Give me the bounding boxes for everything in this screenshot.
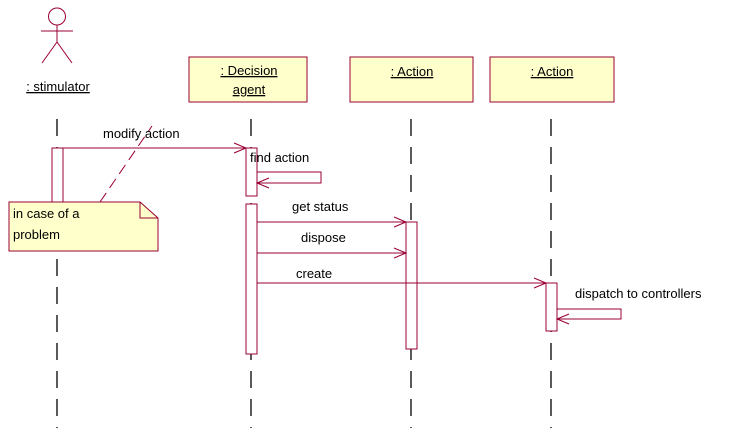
object-decision-agent[interactable]: : Decision agent: [188, 56, 308, 103]
arrowhead-icon: [393, 247, 408, 259]
message-create[interactable]: create: [257, 266, 548, 289]
message-label: dispatch to controllers: [575, 286, 702, 301]
note-anchor-line: [99, 125, 153, 203]
message-dispatch-to-controllers[interactable]: dispatch to controllers: [555, 286, 702, 325]
object-action-2[interactable]: : Action: [489, 56, 615, 103]
arrowhead-icon: [255, 177, 270, 189]
activation-action-2: [545, 282, 558, 332]
object-label: : Action: [531, 64, 574, 79]
actor-figure-icon: [41, 7, 73, 64]
note-text-line1: in case of a: [13, 206, 80, 221]
object-label-line1: : Decision: [220, 63, 277, 78]
message-label: dispose: [301, 230, 346, 245]
arrowhead-icon: [393, 216, 408, 228]
note-text-line2: problem: [13, 227, 60, 242]
message-label: create: [296, 266, 332, 281]
object-box: [489, 56, 615, 103]
message-find-action[interactable]: find action: [250, 150, 322, 189]
object-label: : Action: [391, 64, 434, 79]
note-fold-corner: [139, 202, 158, 219]
message-dispose[interactable]: dispose: [257, 230, 408, 259]
message-label: modify action: [103, 126, 180, 141]
message-get-status[interactable]: get status: [257, 199, 408, 228]
arrowhead-icon: [555, 313, 570, 325]
note-problem[interactable]: in case of a problem: [8, 201, 159, 252]
actor-label: : stimulator: [26, 79, 90, 94]
note-shape: [8, 201, 159, 252]
message-line: [257, 171, 322, 184]
message-label: get status: [292, 199, 349, 214]
message-label: find action: [250, 150, 309, 165]
arrowhead-icon: [233, 142, 248, 154]
object-box: [349, 56, 474, 103]
message-line: [557, 308, 622, 320]
object-box: [188, 56, 308, 103]
message-modify-action[interactable]: modify action: [63, 126, 248, 154]
object-action-1[interactable]: : Action: [349, 56, 474, 103]
actor-stimulator[interactable]: : stimulator: [26, 7, 90, 94]
activation-decision-agent-2: [245, 203, 258, 355]
arrowhead-icon: [533, 277, 548, 289]
activation-action-1: [405, 221, 418, 350]
object-label-line2: agent: [233, 82, 266, 97]
